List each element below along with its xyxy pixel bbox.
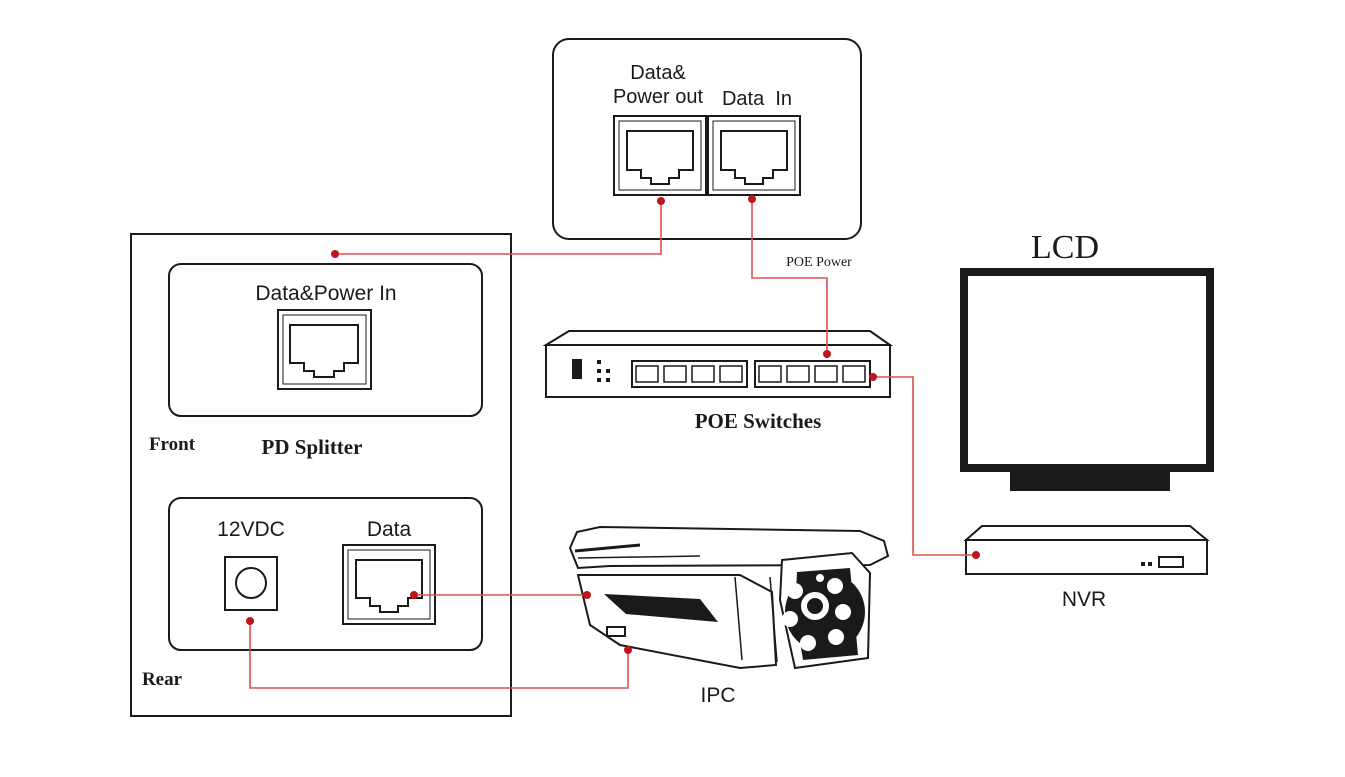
cable-switch-to-nvr: [873, 376, 976, 556]
dot-switch-out: [869, 373, 877, 381]
lcd-title: LCD: [1031, 229, 1099, 266]
front-label: Front: [149, 434, 196, 455]
pd-splitter-title: PD Splitter: [262, 435, 363, 459]
injector-in-port[interactable]: [707, 115, 801, 196]
nvr-device: NVR: [963, 525, 1210, 611]
cable-injector-to-switch: [751, 199, 828, 354]
pd-splitter: Data&Power In Front PD Splitter 12VDC Da…: [130, 233, 512, 717]
cables: [249, 199, 976, 689]
injector-out-label-line1: Data&: [630, 62, 686, 84]
cable-dots: [246, 195, 980, 654]
dot-camera-dc: [624, 646, 632, 654]
poe-switches-title: POE Switches: [695, 409, 822, 433]
injector-out-label-line2: Power out: [613, 86, 703, 108]
dot-injector-out: [657, 197, 665, 205]
cable-injector-to-splitter: [335, 201, 662, 255]
splitter-data-port[interactable]: [342, 544, 436, 625]
poe-injector: Data& Power out Data In: [552, 38, 862, 240]
dot-splitter-dc: [246, 617, 254, 625]
dot-injector-in: [748, 195, 756, 203]
dc-label: 12VDC: [217, 518, 285, 541]
dot-splitter-top: [331, 250, 339, 258]
splitter-data-power-in-port[interactable]: [277, 309, 372, 390]
injector-out-port[interactable]: [613, 115, 707, 196]
dot-switch-port: [823, 350, 831, 358]
rear-label: Rear: [142, 669, 183, 690]
nvr-title: NVR: [1062, 588, 1106, 611]
switch-port-group-2[interactable]: [754, 360, 871, 388]
data-label: Data: [367, 518, 412, 541]
splitter-front-port-label: Data&Power In: [255, 282, 396, 305]
cable-splitter-dc-to-camera: [249, 621, 629, 689]
dot-camera-data: [583, 591, 591, 599]
ipc-title: IPC: [700, 684, 735, 707]
lcd-monitor: LCD: [960, 229, 1214, 491]
injector-in-label: Data In: [722, 88, 792, 110]
dot-nvr: [972, 551, 980, 559]
dot-splitter-data: [410, 591, 418, 599]
switch-port-group-1[interactable]: [631, 360, 748, 388]
ip-camera: IPC: [568, 525, 890, 707]
dc-jack[interactable]: [224, 556, 278, 611]
poe-power-label: POE Power: [786, 255, 852, 270]
poe-switch: POE Switches: [542, 330, 894, 433]
